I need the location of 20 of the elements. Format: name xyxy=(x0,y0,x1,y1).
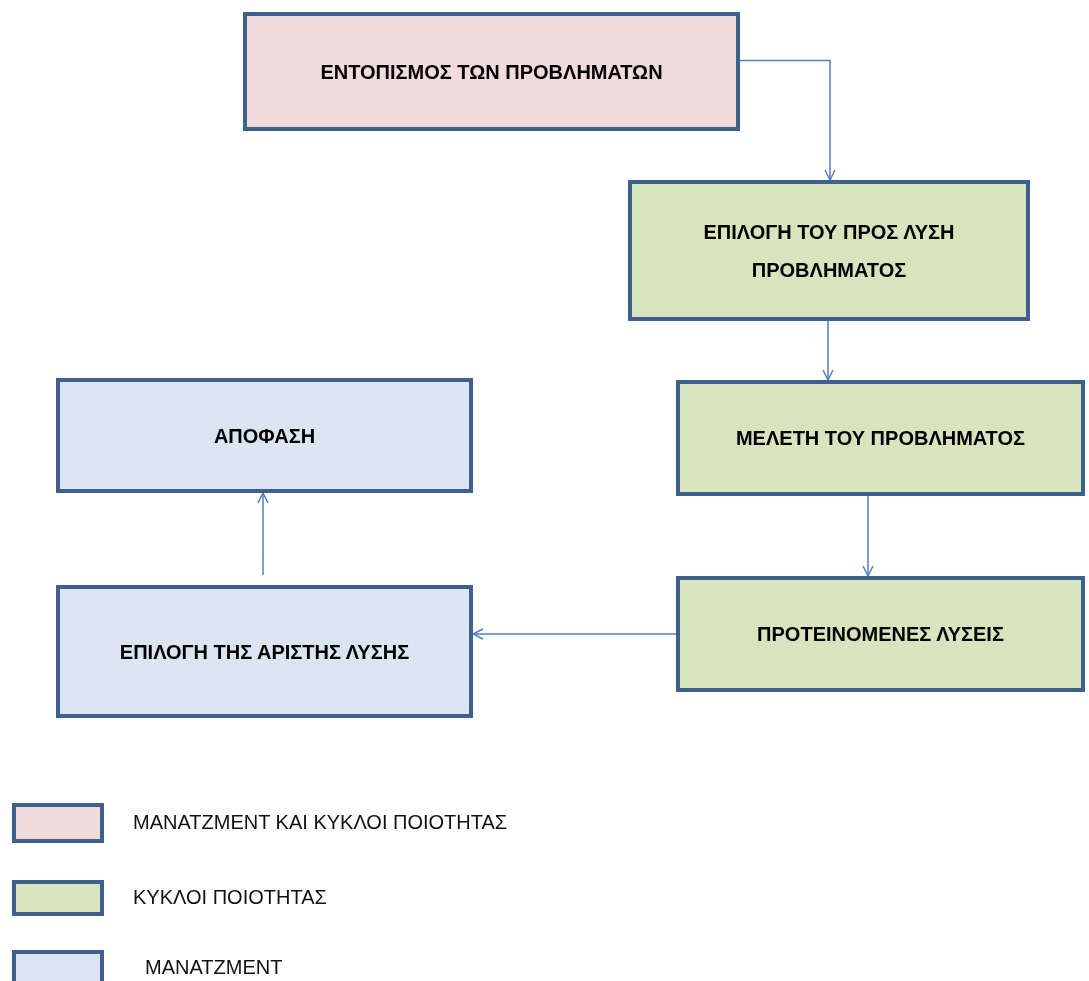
process-box xyxy=(243,12,740,131)
legend-label: ΜΑΝΑΤΖΜΕΝΤ xyxy=(145,956,283,979)
arrow xyxy=(739,59,836,181)
box-label: ΑΠΟΦΑΣΗ xyxy=(213,423,316,449)
box-label: ΕΠΙΛΟΓΗ ΤΗΣ ΑΡΙΣΤΗΣ ΛΥΣΗΣ xyxy=(119,639,410,665)
process-box xyxy=(628,180,1030,321)
box-label: ΕΠΙΛΟΓΗ ΤΟΥ ΠΡΟΣ ΛΥΣΗ ΠΡΟΒΛΗΜΑΤΟΣ xyxy=(702,219,956,283)
box-label: ΜΕΛΕΤΗ ΤΟΥ ΠΡΟΒΛΗΜΑΤΟΣ xyxy=(735,426,1026,451)
arrow xyxy=(862,495,874,577)
process-box xyxy=(676,380,1085,496)
legend-label: ΚΥΚΛΟΙ ΠΟΙΟΤΗΤΑΣ xyxy=(133,886,327,909)
arrow xyxy=(822,320,834,381)
process-box xyxy=(56,585,473,718)
process-box xyxy=(56,378,473,493)
arrow xyxy=(257,492,269,576)
arrow xyxy=(472,628,677,640)
process-box xyxy=(676,576,1085,692)
box-label: ΕΝΤΟΠΙΣΜΟΣ ΤΩΝ ΠΡΟΒΛΗΜΑΤΩΝ xyxy=(320,59,663,85)
legend-label: ΜΑΝΑΤΖΜΕΝΤ ΚΑΙ ΚΥΚΛΟΙ ΠΟΙΟΤΗΤΑΣ xyxy=(133,811,508,834)
box-label: ΠΡΟΤΕΙΝΟΜΕΝΕΣ ΛΥΣΕΙΣ xyxy=(757,622,1004,647)
